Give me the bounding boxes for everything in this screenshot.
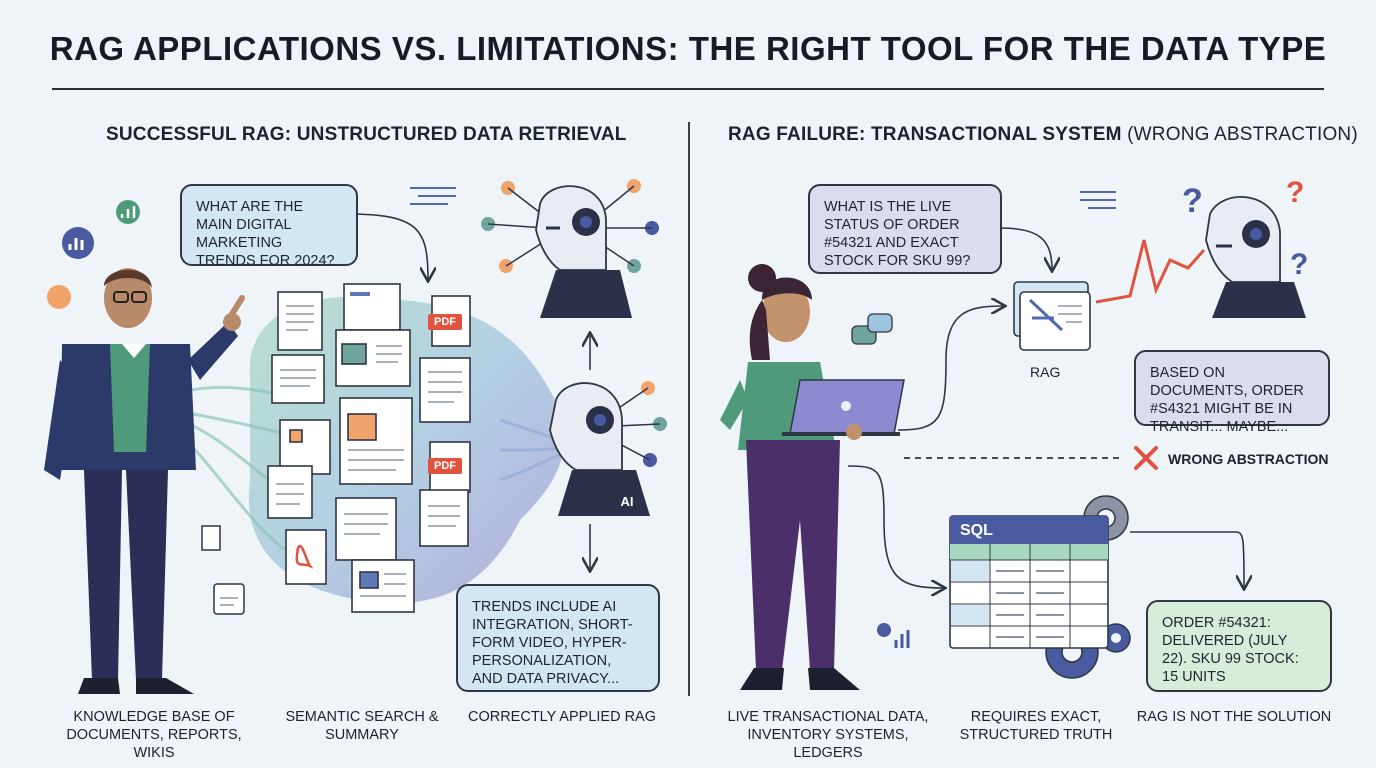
pdf-label-1: PDF bbox=[434, 316, 456, 328]
mini-chart-icon bbox=[877, 623, 910, 648]
right-caption-2: REQUIRES EXACT, STRUCTURED TRUTH bbox=[959, 709, 1113, 743]
dollar-icon bbox=[47, 285, 71, 309]
arrow-sql-to-result bbox=[1130, 531, 1244, 588]
left-caption-2: SEMANTIC SEARCH & SUMMARY bbox=[285, 709, 439, 743]
right-section-heading: RAG FAILURE: TRANSACTIONAL SYSTEM (WRONG… bbox=[728, 124, 1358, 146]
left-answer-bubble: TRENDS INCLUDE AI INTEGRATION, SHORT-FOR… bbox=[456, 584, 660, 692]
sql-label: SQL bbox=[960, 522, 993, 539]
signal-wave bbox=[1095, 239, 1206, 304]
right-heading-main: RAG FAILURE: TRANSACTIONAL SYSTEM bbox=[728, 124, 1122, 145]
sql-table bbox=[949, 515, 1109, 649]
chat-bubbles-icon bbox=[851, 313, 893, 345]
arrow-question-to-docs bbox=[347, 213, 428, 280]
ai-label: AI bbox=[620, 494, 634, 509]
question-mark-2: ? bbox=[1286, 176, 1304, 209]
right-caption-3: RAG IS NOT THE SOLUTION bbox=[1136, 709, 1332, 725]
page-title: RAG APPLICATIONS VS. LIMITATIONS: THE RI… bbox=[49, 30, 1327, 67]
right-question-bubble: WHAT IS THE LIVE STATUS OF ORDER #54321 … bbox=[808, 184, 1002, 274]
left-question-bubble: WHAT ARE THE MAIN DIGITAL MARKETING TREN… bbox=[180, 184, 358, 269]
document-lines bbox=[276, 305, 462, 597]
center-divider bbox=[688, 122, 690, 696]
copy-icon bbox=[201, 525, 221, 551]
text-lines-icon-right bbox=[1080, 191, 1116, 209]
arrow-to-sql bbox=[847, 465, 944, 588]
sql-answer-bubble: ORDER #54321: DELIVERED (JULY 22). SKU 9… bbox=[1146, 600, 1332, 692]
man-figure bbox=[44, 268, 245, 694]
title-divider bbox=[52, 88, 1324, 90]
pdf-label-2: PDF bbox=[434, 460, 456, 472]
arrow-laptop-to-rag bbox=[897, 306, 1004, 431]
chart-badge-icon bbox=[62, 227, 94, 259]
woman-figure bbox=[720, 264, 905, 690]
document-stack bbox=[267, 283, 471, 613]
rag-answer-bubble: BASED ON DOCUMENTS, ORDER #S4321 MIGHT B… bbox=[1134, 350, 1330, 435]
rag-document-icon bbox=[1013, 281, 1091, 351]
chart-bars bbox=[68, 238, 84, 250]
left-caption-3: CORRECTLY APPLIED RAG bbox=[467, 709, 657, 725]
question-mark-3: ? bbox=[1290, 248, 1308, 281]
text-lines-icon bbox=[410, 187, 456, 205]
error-x-icon bbox=[1134, 446, 1158, 470]
left-caption-1: KNOWLEDGE BASE OF DOCUMENTS, REPORTS, WI… bbox=[66, 709, 242, 761]
left-section-heading: SUCCESSFUL RAG: UNSTRUCTURED DATA RETRIE… bbox=[106, 124, 627, 145]
window-icon bbox=[213, 583, 245, 615]
question-mark-1: ? bbox=[1182, 182, 1203, 220]
ai-robot-confused bbox=[1205, 196, 1306, 318]
ai-robot-top bbox=[481, 179, 659, 318]
rag-label: RAG bbox=[1030, 364, 1061, 380]
arrow-question-to-rag bbox=[999, 227, 1052, 270]
pdf-tag-2 bbox=[428, 458, 462, 474]
wrong-abstraction-label: WRONG ABSTRACTION bbox=[1168, 451, 1329, 467]
right-caption-1: LIVE TRANSACTIONAL DATA, INVENTORY SYSTE… bbox=[727, 709, 929, 761]
acrobat-icon bbox=[295, 544, 314, 569]
right-heading-sub: (WRONG ABSTRACTION) bbox=[1127, 124, 1358, 145]
ai-robot-bottom bbox=[549, 381, 667, 516]
pdf-tag-1 bbox=[428, 314, 462, 330]
